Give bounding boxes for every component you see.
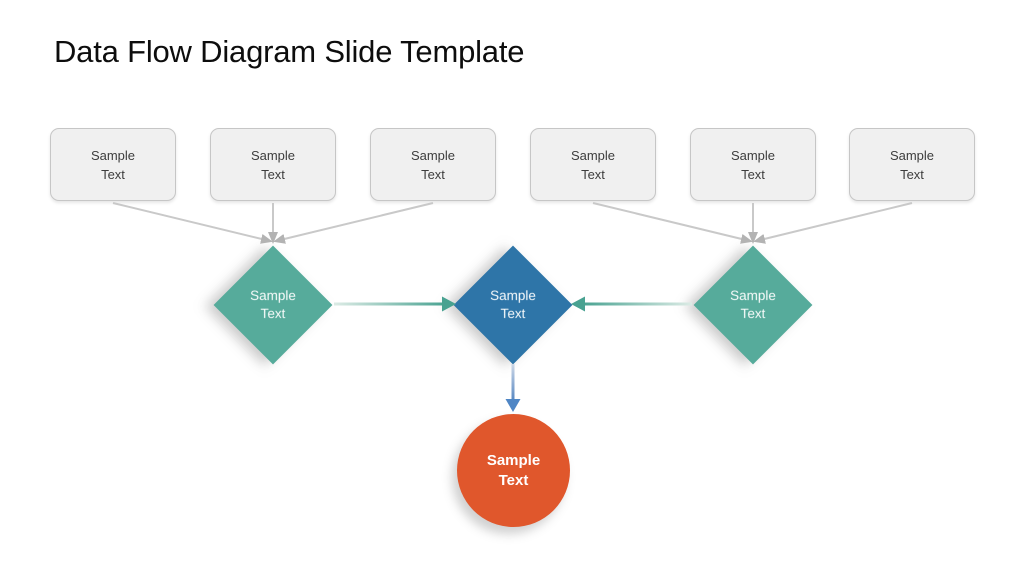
arrow-left-to-center bbox=[334, 296, 456, 312]
process-diamond-right: Sample Text bbox=[693, 245, 813, 365]
source-box-5: Sample Text bbox=[690, 128, 816, 201]
connector-box4-to-right-diamond bbox=[592, 202, 753, 244]
source-box-label: Sample Text bbox=[889, 147, 935, 182]
connector-box3-to-left-diamond bbox=[273, 202, 434, 244]
source-box-label: Sample Text bbox=[730, 147, 776, 182]
source-box-6: Sample Text bbox=[849, 128, 975, 201]
process-diamond-label: Sample Text bbox=[490, 288, 536, 321]
source-box-1: Sample Text bbox=[50, 128, 176, 201]
output-circle: Sample Text bbox=[457, 414, 570, 527]
source-box-label: Sample Text bbox=[570, 147, 616, 182]
output-circle-label: Sample Text bbox=[486, 451, 541, 489]
page-title: Data Flow Diagram Slide Template bbox=[54, 34, 525, 69]
process-diamond-label: Sample Text bbox=[250, 288, 296, 321]
source-box-label: Sample Text bbox=[90, 147, 136, 182]
process-diamond-label: Sample Text bbox=[730, 288, 776, 321]
process-diamond-left: Sample Text bbox=[213, 245, 333, 365]
connector-box6-to-right-diamond bbox=[753, 202, 913, 244]
source-box-label: Sample Text bbox=[410, 147, 456, 182]
connector-box1-to-left-diamond bbox=[112, 202, 273, 244]
source-box-4: Sample Text bbox=[530, 128, 656, 201]
process-diamond-center: Sample Text bbox=[453, 245, 573, 365]
source-box-3: Sample Text bbox=[370, 128, 496, 201]
arrow-center-to-output bbox=[505, 364, 521, 412]
source-box-label: Sample Text bbox=[250, 147, 296, 182]
source-box-2: Sample Text bbox=[210, 128, 336, 201]
arrow-right-to-center bbox=[571, 296, 692, 312]
